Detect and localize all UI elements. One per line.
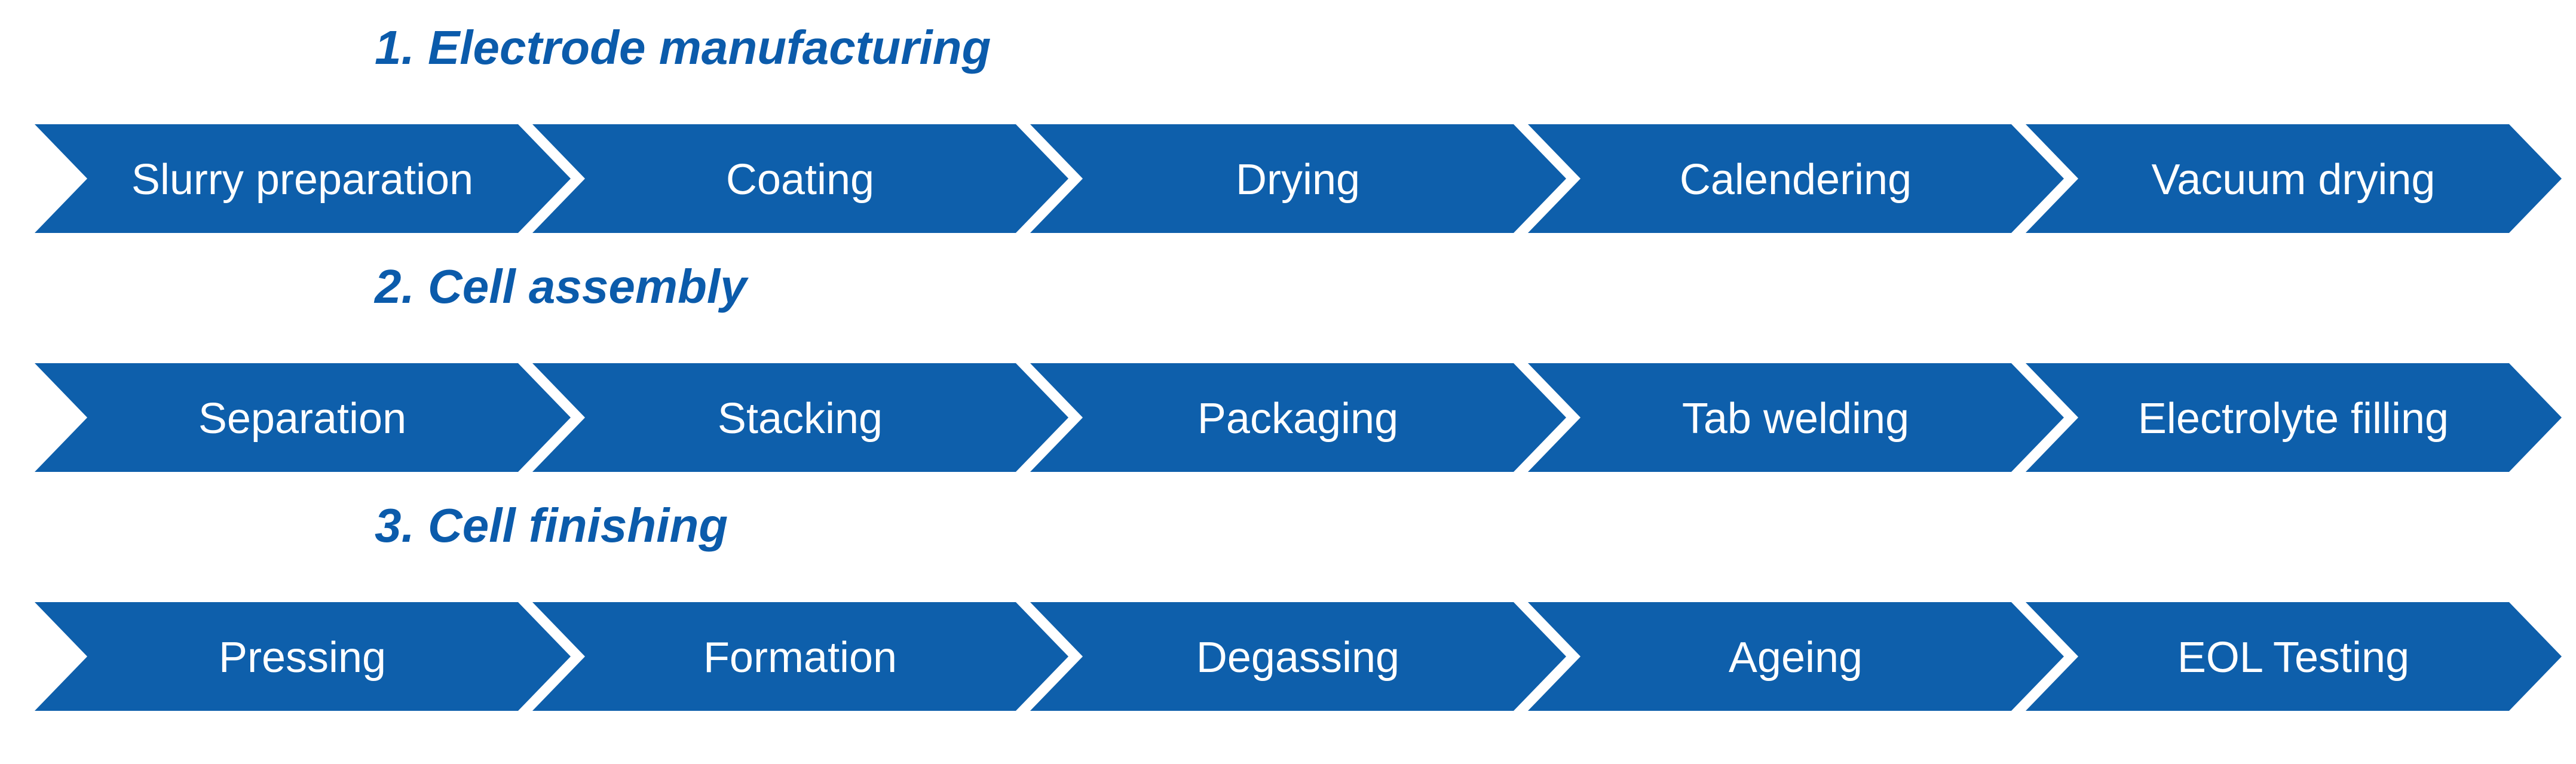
chevron-step-label: Slurry preparation — [131, 156, 473, 204]
stage-heading-electrode-manufacturing: 1. Electrode manufacturing — [375, 21, 991, 74]
chevron-step — [2026, 602, 2562, 711]
chevron-step — [1030, 602, 1566, 711]
chevron-row-cell-assembly: Separation Stacking Packaging Tab weldin… — [35, 363, 2562, 472]
chevron-step-label: EOL Testing — [2177, 634, 2409, 682]
chevron-step-label: Formation — [703, 634, 897, 682]
chevron-step — [1528, 363, 2064, 472]
chevron-step-label: Vacuum drying — [2152, 156, 2436, 204]
chevron-step — [1528, 602, 2064, 711]
stage-heading-cell-assembly: 2. Cell assembly — [375, 260, 747, 313]
chevron-step — [2026, 124, 2562, 233]
chevron-step — [1030, 363, 1566, 472]
chevron-step-label: Degassing — [1196, 634, 1399, 682]
chevron-step-label: Electrolyte filling — [2138, 395, 2449, 443]
chevron-step-label: Drying — [1236, 156, 1360, 204]
chevron-step-label: Stacking — [718, 395, 883, 443]
chevron-step — [1528, 124, 2064, 233]
chevron-step — [35, 602, 571, 711]
chevron-step — [532, 363, 1068, 472]
chevron-step — [2026, 363, 2562, 472]
chevron-step-label: Ageing — [1729, 634, 1863, 682]
chevron-step-label: Tab welding — [1682, 395, 1909, 443]
chevron-step-label: Pressing — [219, 634, 386, 682]
chevron-row-electrode-manufacturing: Slurry preparation Coating Drying Calend… — [35, 124, 2562, 233]
chevron-step — [532, 602, 1068, 711]
chevron-step — [1030, 124, 1566, 233]
chevron-row-cell-finishing: Pressing Formation Degassing Ageing EOL … — [35, 602, 2562, 711]
chevron-step-label: Separation — [198, 395, 406, 443]
chevron-step-label: Calendering — [1680, 156, 1912, 204]
chevron-step — [35, 363, 571, 472]
chevron-step-label: Coating — [726, 156, 874, 204]
stage-heading-cell-finishing: 3. Cell finishing — [375, 499, 728, 552]
chevron-step — [532, 124, 1068, 233]
chevron-step-label: Packaging — [1197, 395, 1398, 443]
chevron-step — [35, 124, 571, 233]
